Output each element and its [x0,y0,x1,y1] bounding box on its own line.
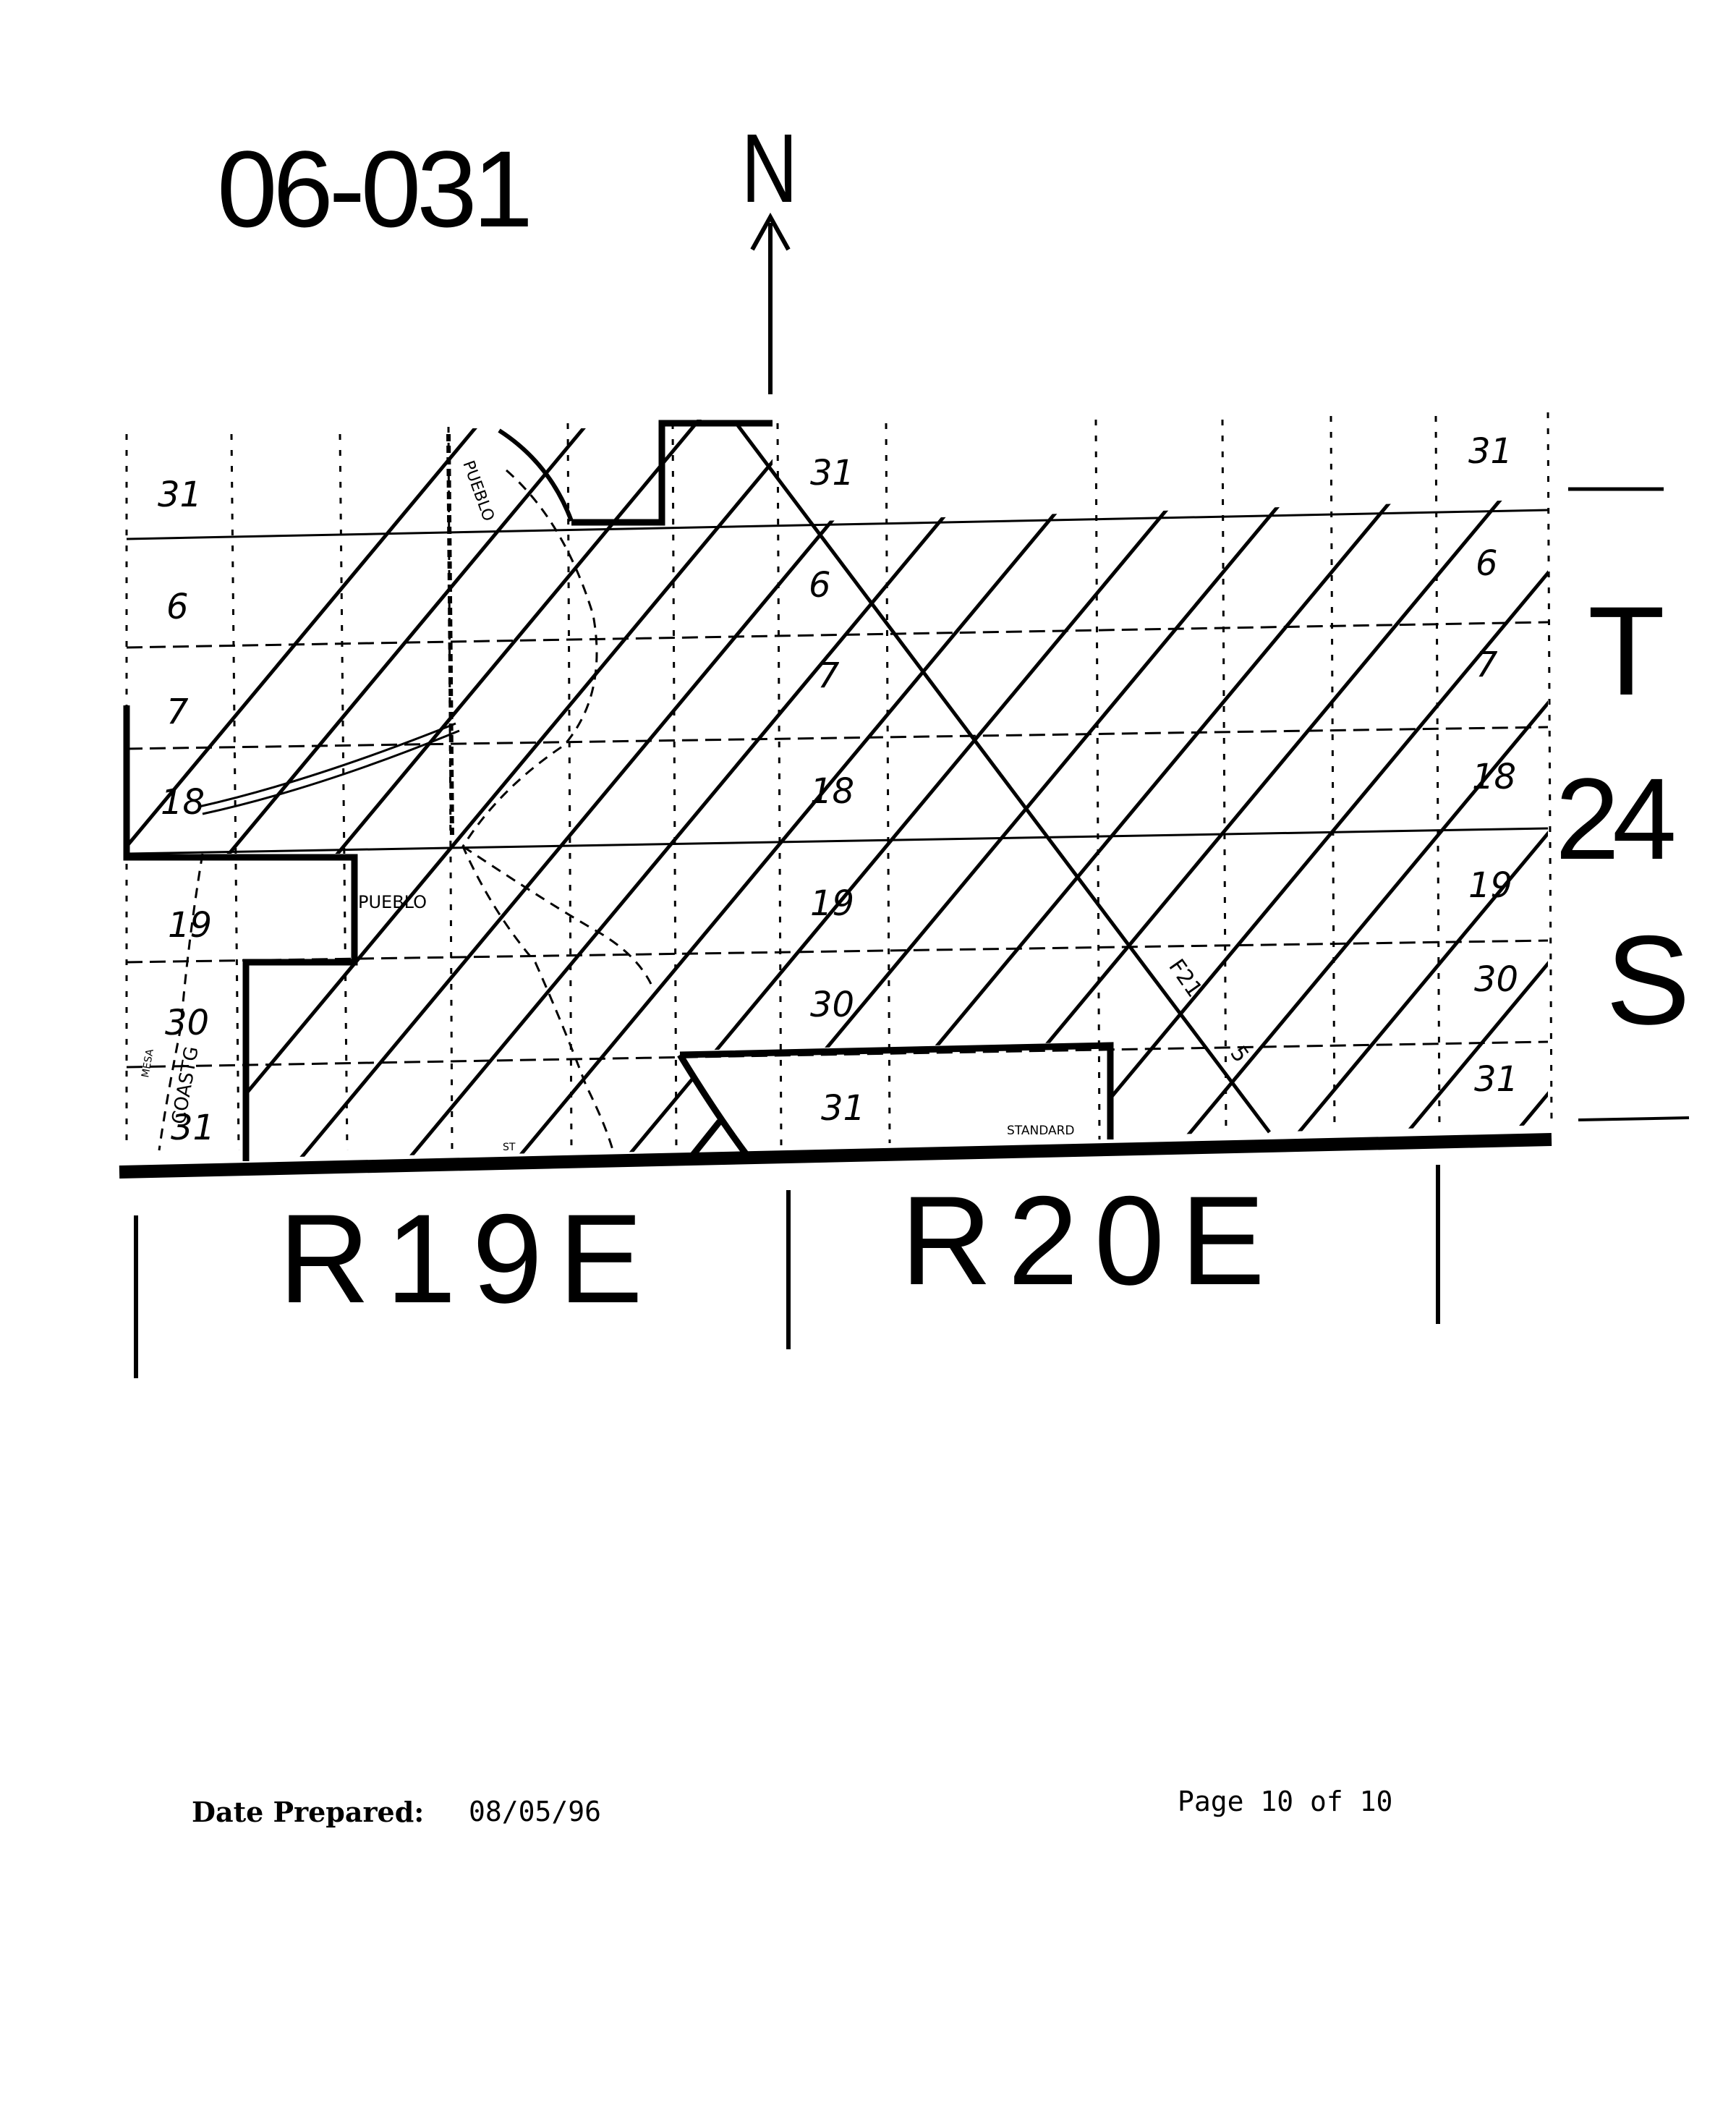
st-label: ST [503,1142,516,1153]
section-num: 31 [158,475,202,515]
section-num: 18 [810,771,854,812]
section-num: 7 [817,655,840,696]
stream-lines [158,469,652,1158]
section-num: 31 [821,1088,865,1129]
range-ticks [134,1165,1440,1378]
section-num: 18 [1472,757,1516,797]
road-label: F21 [1163,955,1207,1002]
township-letter-s: S [1606,910,1690,1051]
township-number: 24 [1555,754,1677,883]
section-num: 31 [1468,431,1512,472]
section-num: 31 [810,453,854,493]
pueblo-north-label: PUEBLO [459,459,497,524]
section-num: 30 [810,985,854,1025]
section-num: 6 [1476,543,1498,584]
road-lines-minor [198,428,574,840]
standard-label: STANDARD [1007,1124,1075,1138]
date-prepared-label: Date Prepared: [192,1796,425,1828]
north-label: N [741,114,798,223]
range-right-label: R20E [901,1171,1281,1312]
township-letter-t: T [1588,581,1665,722]
section-grid [125,412,1553,1151]
road-line [736,424,1271,1134]
section-num: 7 [1476,645,1498,685]
pueblo-label: PUEBLO [358,892,427,912]
range-left-label: R19E [278,1189,659,1330]
section-num: 31 [1474,1059,1518,1100]
date-prepared-value: 08/05/96 [469,1796,602,1828]
section-num: 6 [166,587,189,627]
map-id: 06-031 [217,128,533,250]
north-arrow-icon [750,212,791,394]
section-num: 19 [168,905,212,946]
district-boundary [123,420,1114,1161]
section-num: 19 [810,883,854,924]
section-num: 31 [171,1108,215,1148]
section-numbers: 31 6 7 18 19 30 31 31 6 7 18 19 30 31 31… [158,431,1518,1148]
section-num: 30 [165,1003,209,1043]
hatch-pattern [127,420,1548,1158]
section-num: 30 [1474,959,1518,1000]
section-num: 18 [161,782,205,823]
section-num: 6 [809,565,831,606]
section-num: 19 [1468,865,1512,906]
section-num: 7 [166,692,189,732]
base-line [119,1133,1552,1179]
mesa-label: MESA [140,1048,156,1078]
township-line-bottom [1578,1116,1690,1121]
page-number: Page 10 of 10 [1178,1786,1393,1817]
